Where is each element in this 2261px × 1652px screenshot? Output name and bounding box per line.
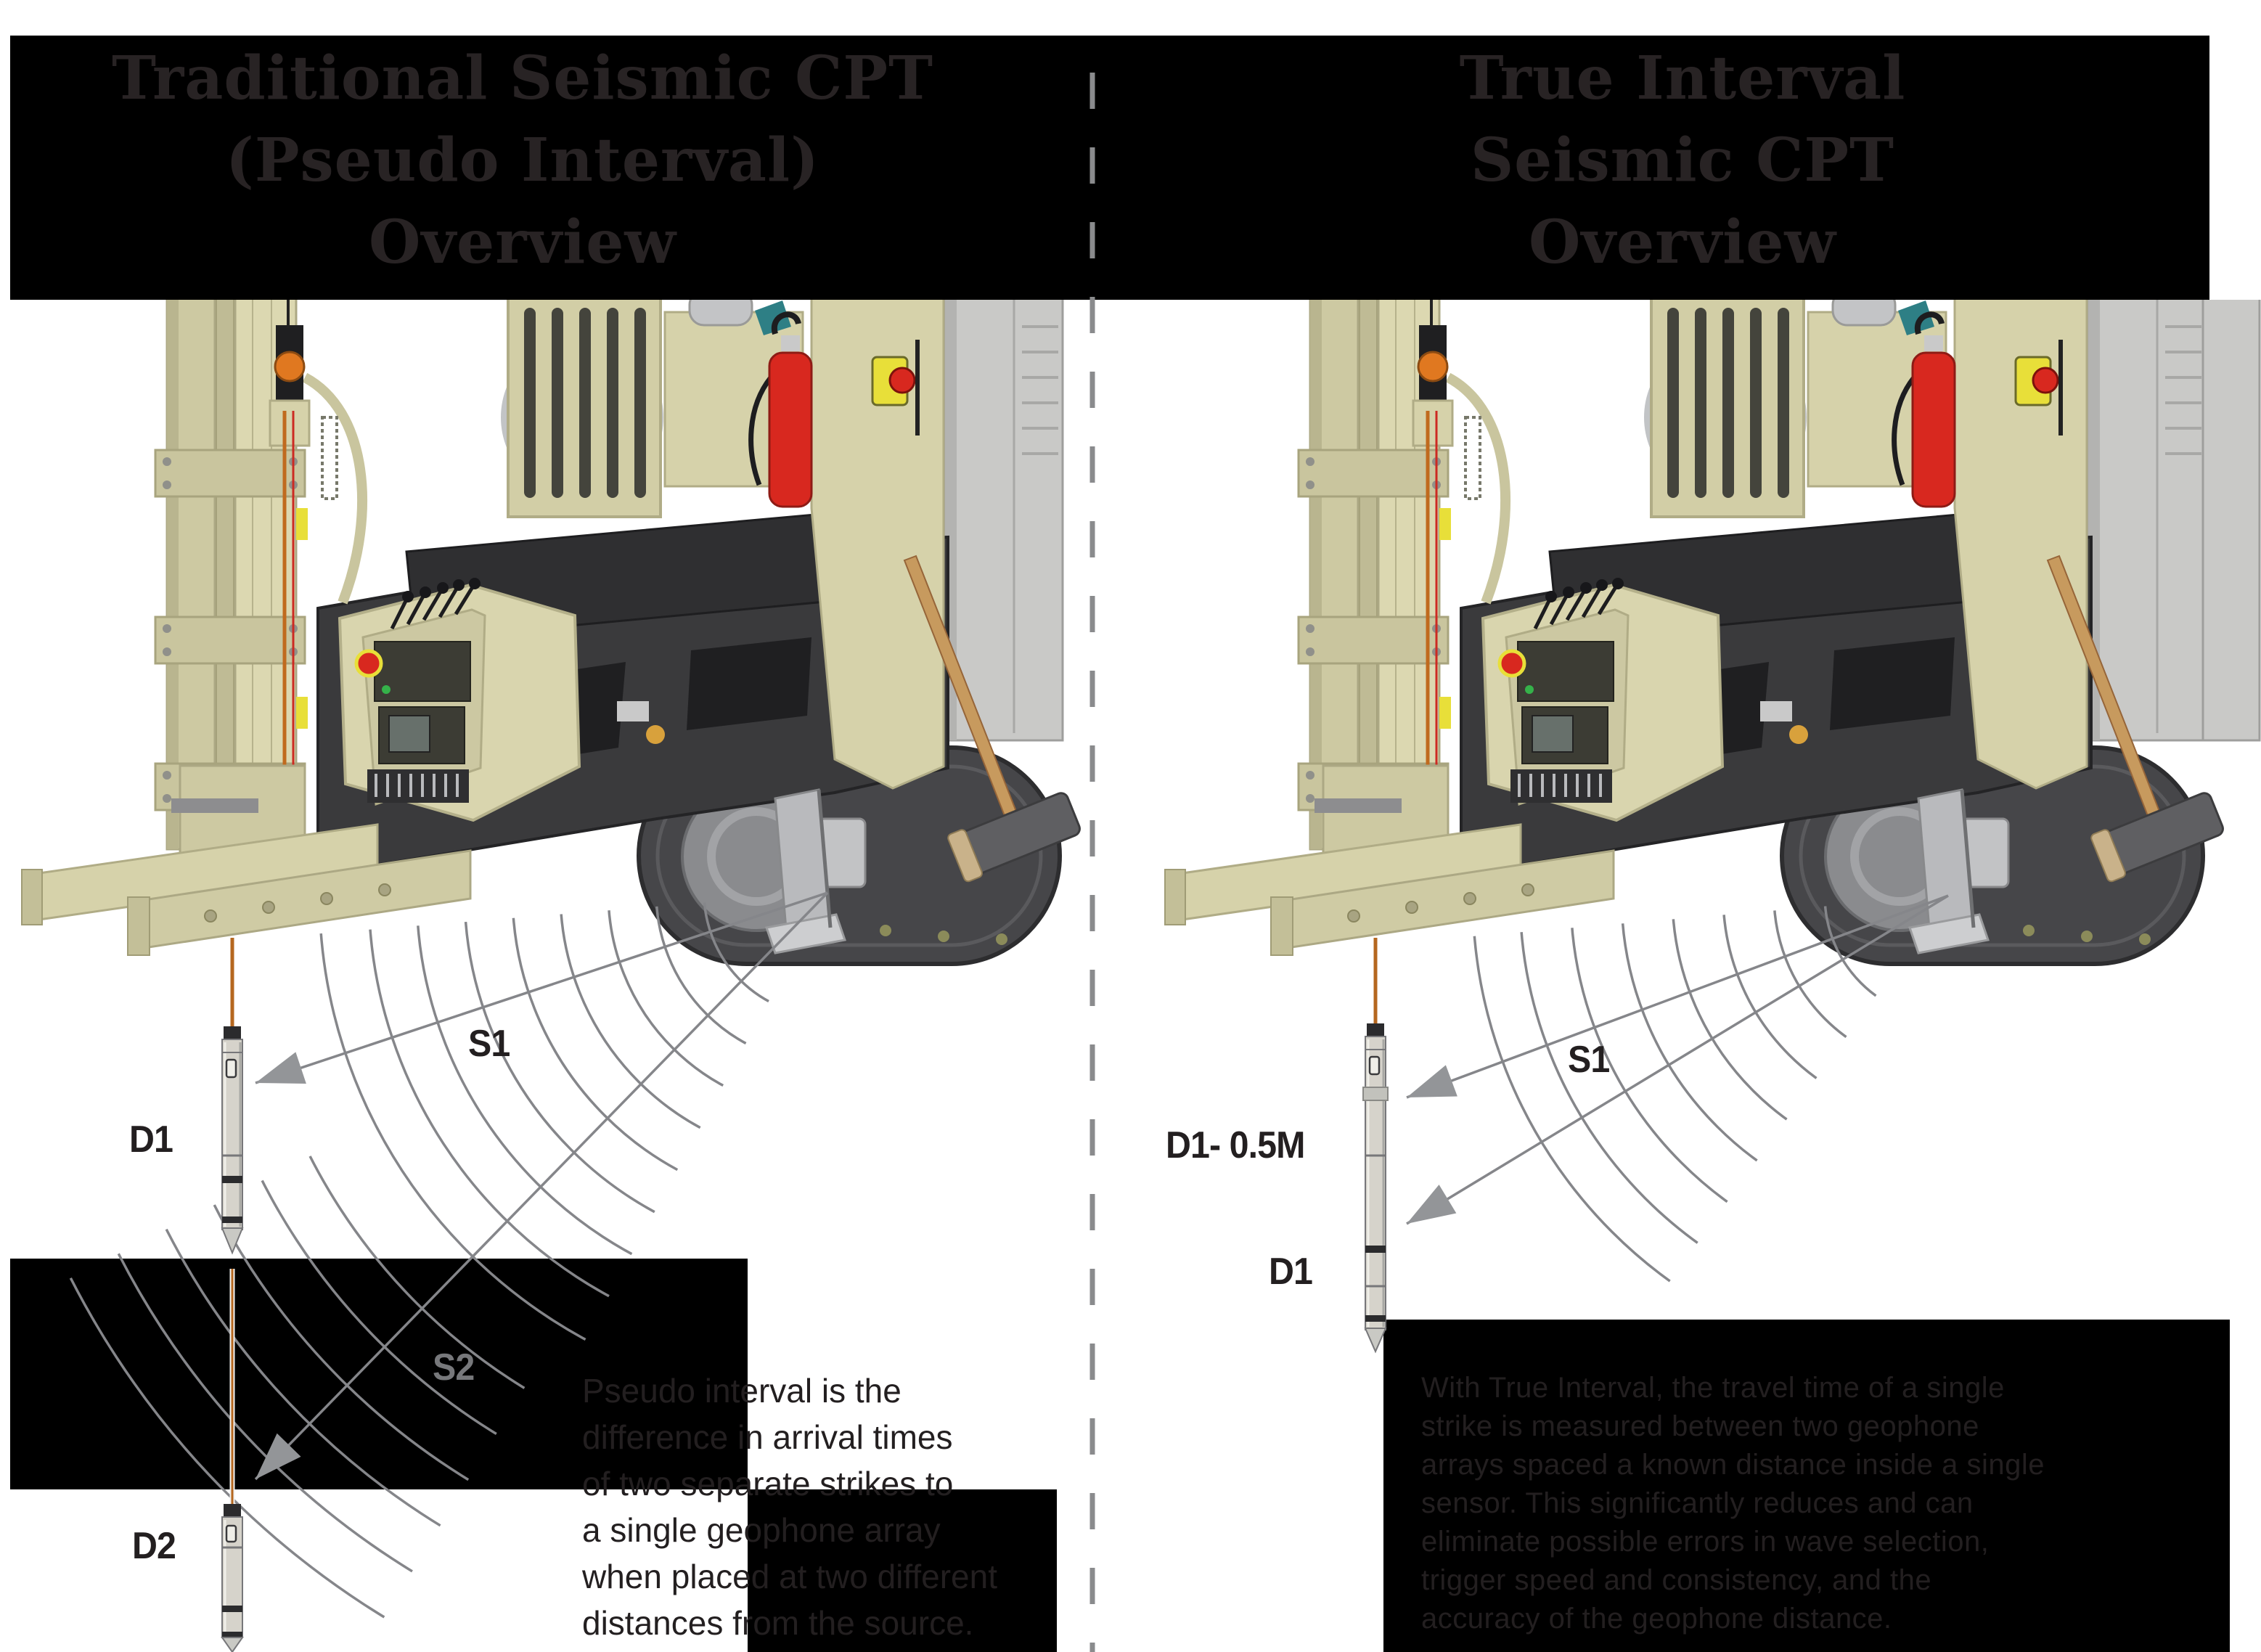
- arrowhead-lower-right: [1407, 1185, 1457, 1224]
- ray-s1-left: [255, 891, 828, 1084]
- right-black-panel: [1383, 1320, 2230, 1652]
- left-bottom-black-panel: [748, 1489, 1057, 1652]
- arrowhead-s1-left: [255, 1052, 306, 1084]
- right-title-line2: Seismic CPT: [1470, 126, 1895, 195]
- label-s1-left: S1: [468, 1023, 510, 1065]
- right-rig: [1165, 290, 2226, 964]
- label-d1-minus-half-right: D1- 0.5M: [1166, 1124, 1305, 1166]
- left-title: Traditional Seismic CPT (Pseudo Interval…: [15, 38, 1031, 284]
- left-black-panel: [10, 1259, 748, 1489]
- rig-illustrations: [22, 290, 2261, 964]
- arrowhead-upper-right: [1407, 1065, 1457, 1097]
- label-s1-right: S1: [1568, 1039, 1610, 1081]
- left-title-line2: (Pseudo Interval): [226, 126, 819, 195]
- ray-s2-left: [254, 891, 829, 1481]
- ray-upper-right: [1406, 894, 1949, 1099]
- left-rig: [22, 290, 1083, 964]
- label-d2-left: D2: [132, 1525, 176, 1567]
- arrowhead-s2-left: [255, 1433, 301, 1479]
- right-title: True Interval Seismic CPT Overview: [1174, 38, 2191, 284]
- cpt-probe-left: [221, 938, 244, 1255]
- left-title-line3: Overview: [368, 208, 676, 277]
- label-d1-left: D1: [129, 1119, 173, 1161]
- cpt-probe-d2: [221, 1269, 244, 1652]
- cpt-probe-right: [1362, 938, 1389, 1354]
- ray-lower-right: [1406, 894, 1949, 1225]
- right-title-line1: True Interval: [1459, 44, 1906, 113]
- label-d1-right: D1: [1269, 1251, 1313, 1293]
- true-interval-description: With True Interval, the travel time of a…: [1421, 1372, 2045, 1635]
- right-title-line3: Overview: [1528, 208, 1836, 277]
- label-s2-left: S2: [433, 1346, 475, 1389]
- title-band: [10, 36, 2209, 300]
- left-title-line1: Traditional Seismic CPT: [111, 44, 934, 113]
- pseudo-interval-description: Pseudo interval is the difference in arr…: [582, 1372, 997, 1642]
